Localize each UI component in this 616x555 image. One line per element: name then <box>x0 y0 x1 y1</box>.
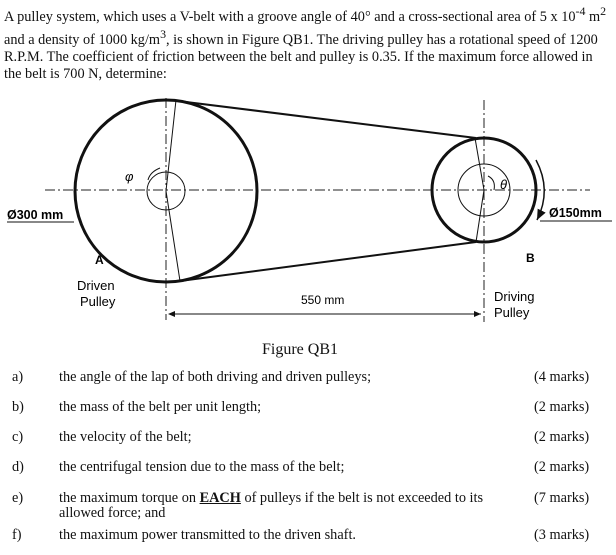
question-marks: (4 marks) <box>534 369 590 385</box>
phi-symbol: φ <box>125 169 134 184</box>
question-text: the angle of the lap of both driving and… <box>59 369 372 385</box>
question-text: the velocity of the belt; <box>59 429 192 445</box>
point-a-label: A <box>95 253 104 267</box>
driven-pulley-label: Driven <box>77 278 115 293</box>
question-text: the centrifugal tension due to the mass … <box>59 459 345 475</box>
question-text: the maximum power transmitted to the dri… <box>59 527 356 543</box>
point-b-label: B <box>526 251 535 265</box>
theta-angle-line <box>474 137 485 191</box>
problem-statement: A pulley system, which uses a V-belt wit… <box>4 4 607 82</box>
question-marks: (7 marks) <box>534 490 590 506</box>
belt-top-span <box>177 100 477 139</box>
right-diameter-label: Ø150mm <box>549 206 602 220</box>
question-text: the maximum torque on EACH of pulleys if… <box>59 490 484 521</box>
question-marks: (2 marks) <box>534 459 590 475</box>
driving-pulley-label: Pulley <box>494 305 530 320</box>
question-letter: e) <box>12 490 24 506</box>
center-distance-label: 550 mm <box>301 293 344 307</box>
driving-pulley-outer <box>430 136 538 244</box>
driven-pulley-hub <box>146 171 186 211</box>
question-letter: f) <box>12 527 22 543</box>
question-marks: (2 marks) <box>534 429 590 445</box>
question-marks: (3 marks) <box>534 527 590 543</box>
driven-pulley-outer <box>73 98 259 284</box>
driven-pulley-label: Pulley <box>80 294 116 309</box>
question-letter: c) <box>12 429 24 445</box>
theta-symbol: θ <box>500 177 507 192</box>
left-diameter-label: Ø300 mm <box>7 208 63 222</box>
phi-arc <box>147 167 161 181</box>
belt-bottom-span <box>179 241 477 282</box>
question-letter: b) <box>12 399 24 415</box>
question-text: the mass of the belt per unit length; <box>59 399 262 415</box>
rotation-arrow-icon <box>535 159 546 221</box>
emphasis-each: EACH <box>199 490 241 506</box>
phi-angle-line <box>165 99 177 192</box>
theta-angle-line <box>475 189 485 243</box>
question-letter: a) <box>12 369 24 385</box>
figure-caption: Figure QB1 <box>262 341 338 358</box>
question-marks: (2 marks) <box>534 399 590 415</box>
pulley-figure: φ θ Ø300 mm Ø150mm A B Driven Pulley Dri… <box>7 98 612 322</box>
question-letter: d) <box>12 459 24 475</box>
phi-angle-line <box>165 190 181 282</box>
theta-arc <box>487 175 495 191</box>
driving-pulley-hub <box>457 163 511 217</box>
driving-pulley-label: Driving <box>494 289 534 304</box>
